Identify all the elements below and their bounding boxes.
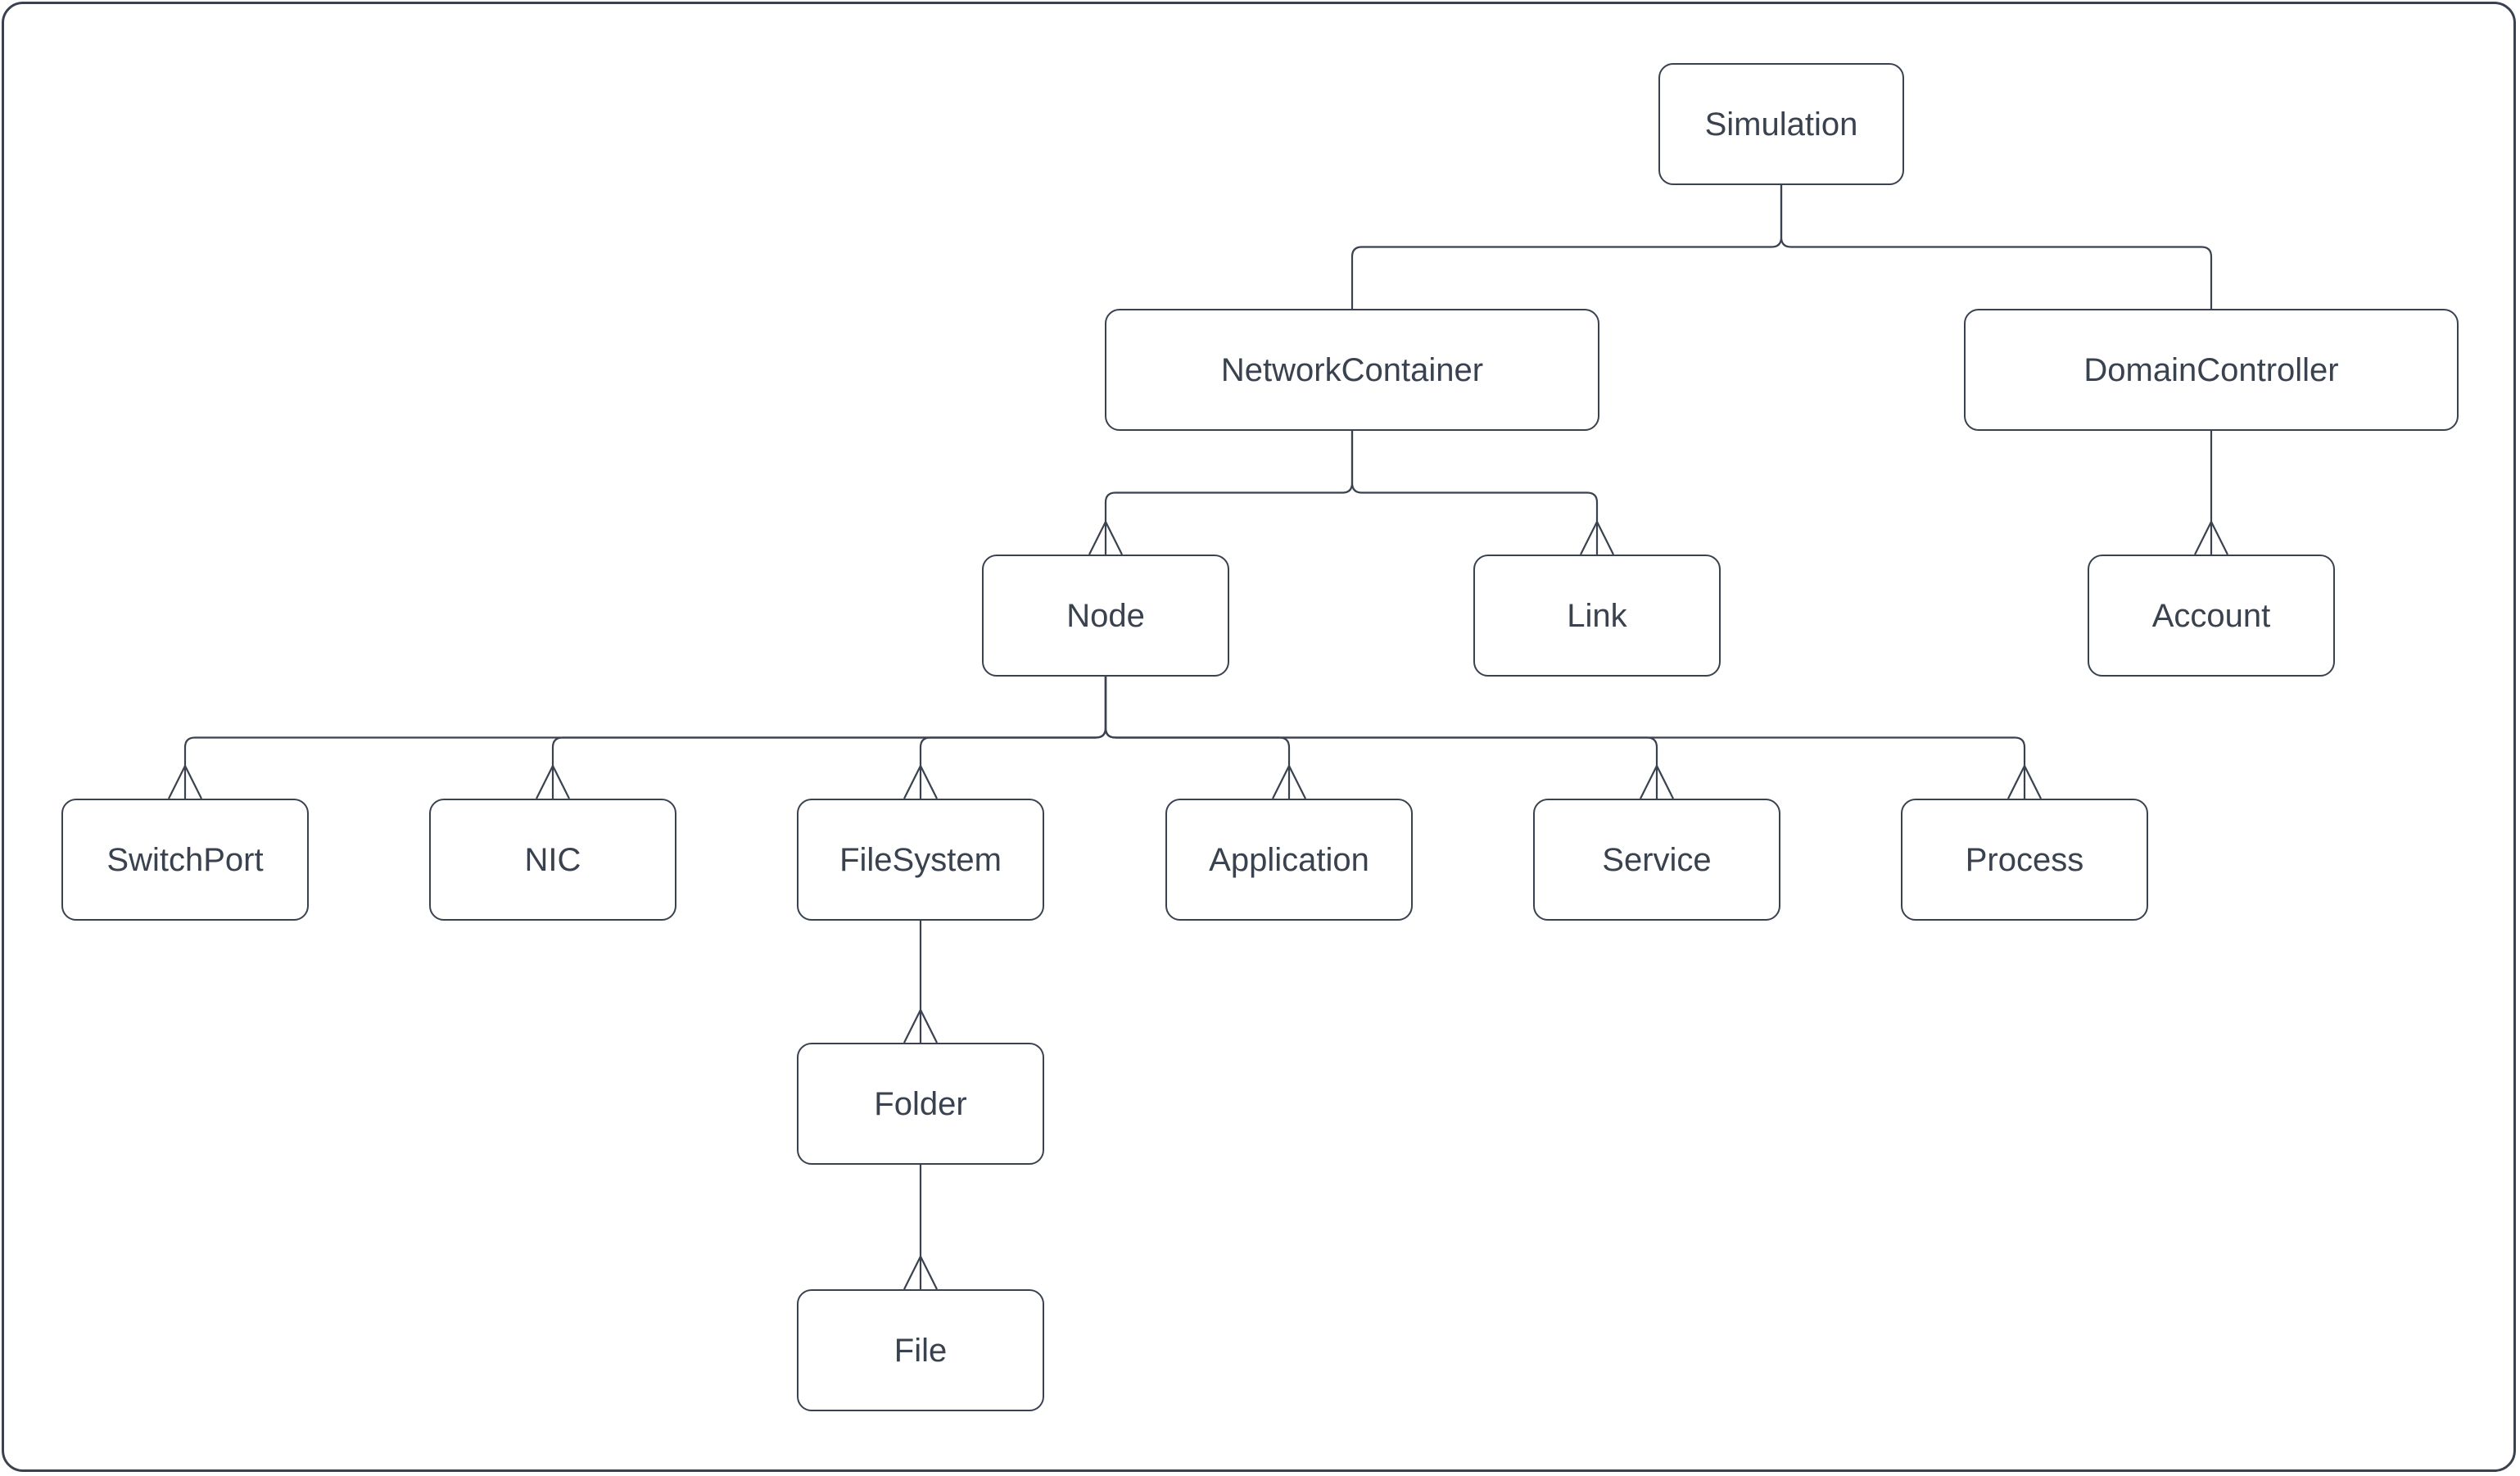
edge-node-switch-port-arrowhead bbox=[168, 763, 202, 799]
edge-node-service-arrowhead bbox=[1640, 763, 1674, 799]
node-switch-port[interactable]: SwitchPort bbox=[61, 799, 309, 921]
node-folder[interactable]: Folder bbox=[797, 1043, 1044, 1165]
node-application[interactable]: Application bbox=[1165, 799, 1413, 921]
edge-simulation-network-container bbox=[1350, 185, 1783, 309]
node-process[interactable]: Process bbox=[1901, 799, 2148, 921]
edge-node-file-system-arrowhead bbox=[903, 763, 938, 799]
node-link[interactable]: Link bbox=[1473, 555, 1721, 677]
node-label-application: Application bbox=[1209, 841, 1369, 878]
node-simulation[interactable]: Simulation bbox=[1658, 63, 1904, 185]
node-label-folder: Folder bbox=[874, 1085, 967, 1122]
edge-file-system-folder-arrowhead bbox=[903, 1007, 938, 1044]
edge-network-container-link-arrowhead bbox=[1580, 519, 1614, 555]
node-label-domain-controller: DomainController bbox=[2083, 351, 2339, 388]
node-label-simulation: Simulation bbox=[1704, 106, 1858, 143]
edge-simulation-domain-controller bbox=[1780, 185, 2213, 309]
edge-node-nic-arrowhead bbox=[536, 763, 570, 799]
node-label-file: File bbox=[894, 1332, 948, 1369]
edge-node-process-arrowhead bbox=[2007, 763, 2042, 799]
node-label-node: Node bbox=[1066, 597, 1145, 634]
node-domain-controller[interactable]: DomainController bbox=[1964, 309, 2459, 431]
edge-network-container-node bbox=[1104, 431, 1354, 555]
node-label-nic: NIC bbox=[524, 841, 581, 878]
node-node[interactable]: Node bbox=[982, 555, 1229, 677]
node-label-network-container: NetworkContainer bbox=[1220, 351, 1484, 388]
edge-node-process bbox=[1104, 677, 2026, 799]
node-nic[interactable]: NIC bbox=[429, 799, 676, 921]
node-account[interactable]: Account bbox=[2088, 555, 2335, 677]
node-label-service: Service bbox=[1602, 841, 1712, 878]
edge-node-application-arrowhead bbox=[1272, 763, 1306, 799]
node-network-container[interactable]: NetworkContainer bbox=[1105, 309, 1599, 431]
node-label-file-system: FileSystem bbox=[839, 841, 1002, 878]
edge-domain-controller-account-arrowhead bbox=[2194, 519, 2228, 555]
edge-node-file-system bbox=[919, 677, 1107, 799]
edge-network-container-node-arrowhead bbox=[1088, 519, 1123, 555]
edge-network-container-link bbox=[1350, 431, 1599, 555]
node-service[interactable]: Service bbox=[1533, 799, 1780, 921]
edge-folder-file-arrowhead bbox=[903, 1254, 938, 1290]
node-file[interactable]: File bbox=[797, 1289, 1044, 1411]
node-label-process: Process bbox=[1965, 841, 2084, 878]
node-file-system[interactable]: FileSystem bbox=[797, 799, 1044, 921]
node-label-link: Link bbox=[1567, 597, 1627, 634]
node-label-account: Account bbox=[2151, 597, 2271, 634]
node-label-switch-port: SwitchPort bbox=[106, 841, 264, 878]
